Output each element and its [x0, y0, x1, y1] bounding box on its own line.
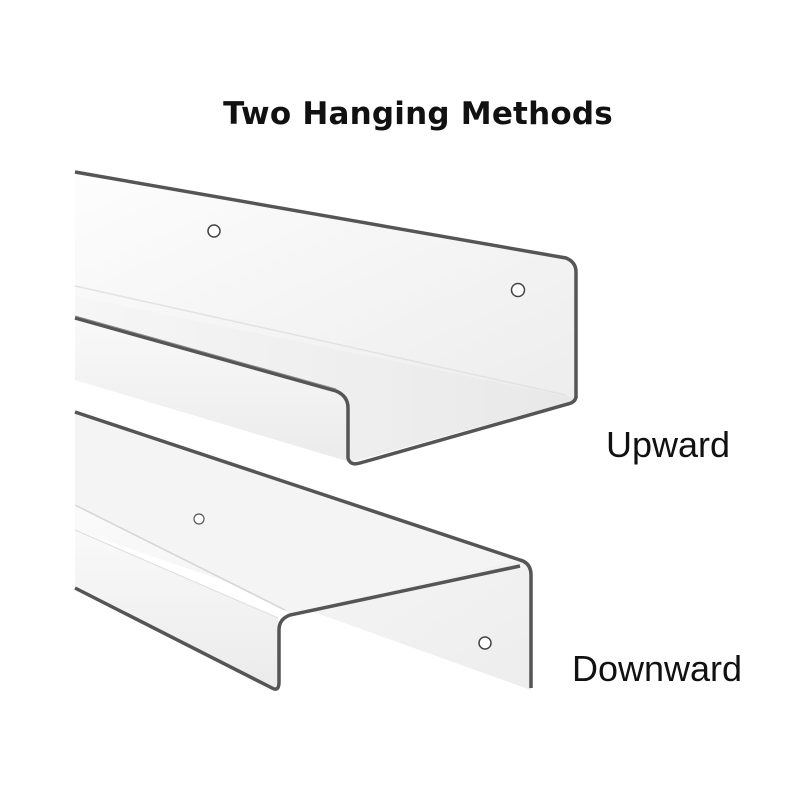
shelf-downward-top	[75, 412, 520, 614]
mounting-hole-icon	[207, 224, 221, 238]
label-upward: Upward	[606, 424, 731, 465]
shelf-downward	[74, 410, 533, 691]
shelf-upward-base	[75, 296, 576, 462]
shelf-upward-front-lip	[75, 318, 350, 462]
shelf-upward-back-panel	[75, 172, 576, 398]
mounting-hole-icon	[478, 636, 492, 650]
label-downward: Downward	[572, 648, 743, 689]
page-title: Two Hanging Methods	[223, 96, 613, 132]
mounting-hole-icon	[510, 282, 526, 298]
shelf-upward	[74, 170, 578, 466]
mounting-hole-icon	[193, 513, 205, 525]
shelf-downward-lip	[75, 530, 278, 690]
